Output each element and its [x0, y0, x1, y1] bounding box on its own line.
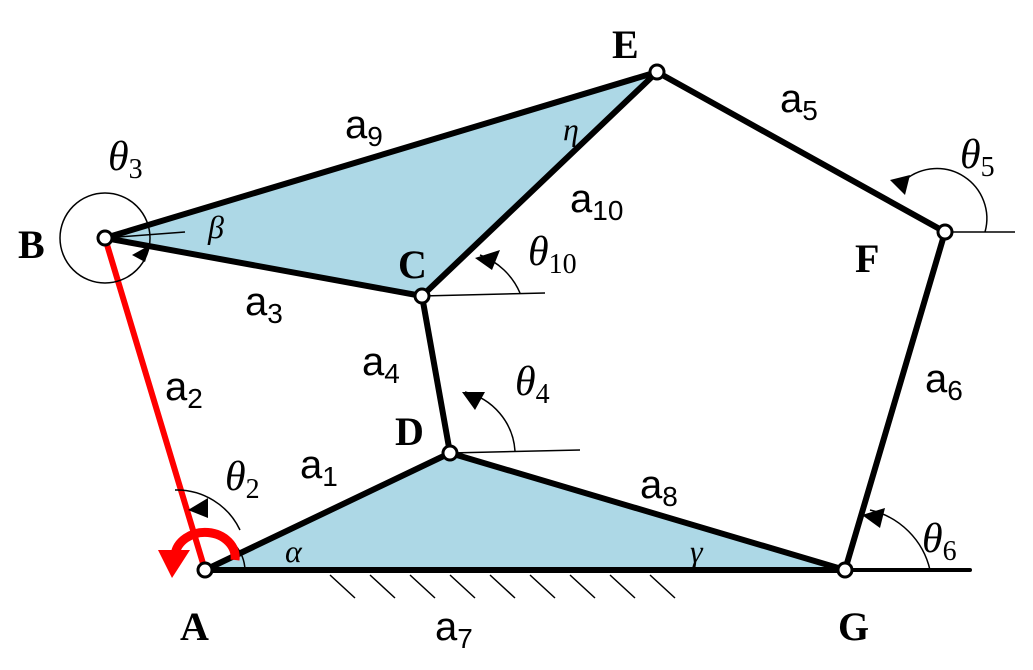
- label-eta: η: [563, 111, 579, 147]
- label-a3: a3: [245, 280, 283, 329]
- reference-lines: [59, 167, 1015, 571]
- label-theta3: θ3: [108, 134, 143, 185]
- label-a5: a5: [780, 77, 818, 126]
- label-a8: a8: [640, 463, 678, 512]
- label-F: F: [855, 236, 879, 281]
- label-theta4: θ4: [515, 359, 550, 410]
- label-a6: a6: [925, 357, 963, 406]
- link-a4: [419, 293, 453, 456]
- ground-hatch: [329, 574, 676, 599]
- label-gamma: γ: [690, 533, 704, 569]
- label-theta6: θ6: [922, 516, 957, 567]
- label-theta10: θ10: [528, 229, 577, 280]
- link-a2: [102, 235, 208, 573]
- label-theta2: θ2: [225, 454, 260, 505]
- angle-arrows: [132, 175, 910, 528]
- label-B: B: [18, 222, 45, 267]
- link-ADG: [202, 450, 848, 573]
- label-A: A: [180, 604, 209, 649]
- joints: [96, 63, 954, 579]
- label-alpha: α: [285, 533, 303, 569]
- label-E: E: [612, 22, 639, 67]
- label-C: C: [398, 242, 427, 287]
- label-a7: a7: [435, 605, 473, 654]
- label-a10: a10: [570, 177, 623, 226]
- label-a2: a2: [165, 365, 203, 414]
- label-G: G: [838, 604, 869, 649]
- label-beta: β: [207, 209, 224, 245]
- ground: [203, 568, 972, 599]
- link-BEC: [102, 69, 660, 299]
- link-a5-a6: [654, 69, 949, 573]
- rotation-arrow-icon: [170, 527, 240, 561]
- label-theta5: θ5: [960, 132, 995, 183]
- label-a1: a1: [300, 443, 338, 492]
- label-D: D: [395, 409, 424, 454]
- label-a9: a9: [345, 103, 383, 152]
- label-a4: a4: [362, 340, 400, 389]
